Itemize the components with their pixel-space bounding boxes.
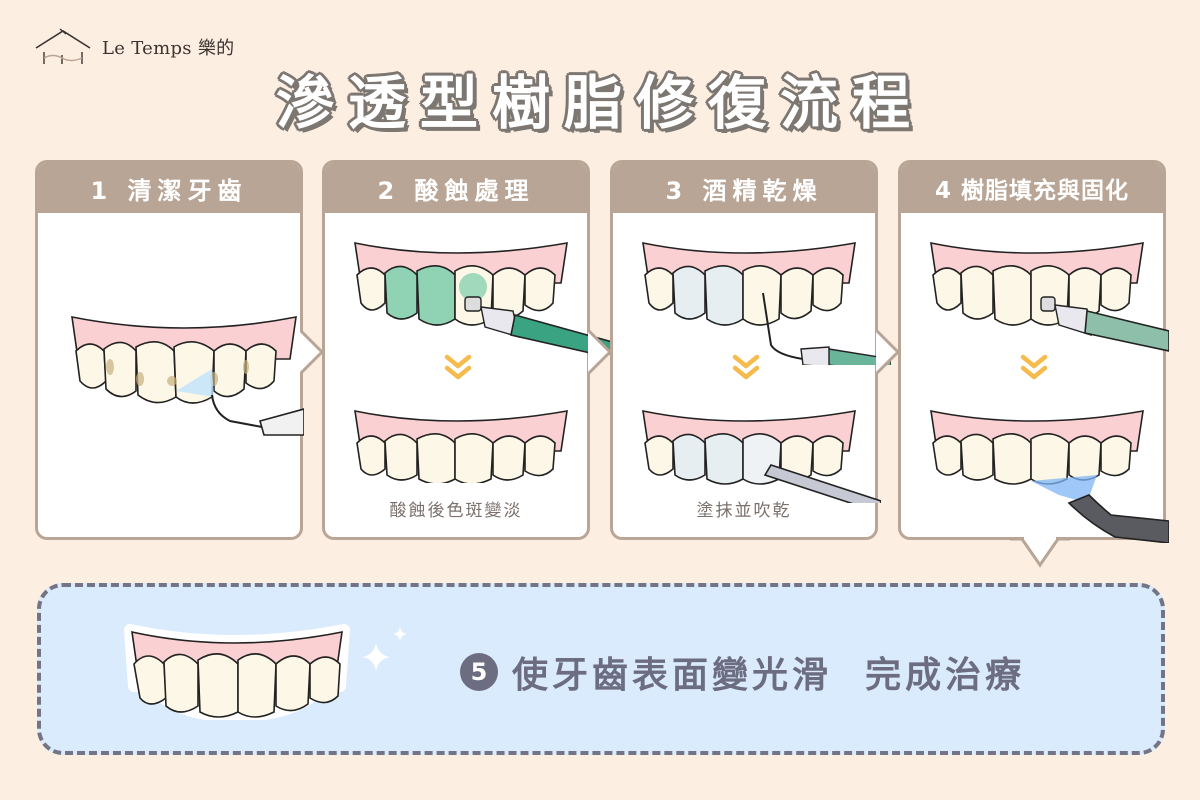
final-step: 5 使牙齒表面變光滑 完成治療	[460, 646, 1025, 698]
resin-fill-illustration	[930, 241, 1169, 352]
step-illustration	[38, 213, 304, 537]
step-card-4: 4 樹脂填充與固化	[898, 160, 1169, 543]
brand-name: Le Temps 樂的	[102, 38, 235, 59]
step-illustration	[325, 213, 623, 537]
final-step-label: 使牙齒表面變光滑 完成治療	[512, 655, 1026, 696]
chevron-down-double-icon	[732, 354, 760, 380]
step-header: 1 清潔牙齒	[38, 163, 300, 213]
arrow-down-icon	[1010, 537, 1070, 568]
step-illustration	[613, 213, 891, 537]
uv-cure-illustration	[930, 409, 1169, 543]
step-header: 2 酸蝕處理	[325, 163, 587, 213]
step-card-1: 1 清潔牙齒	[35, 160, 304, 540]
sparkle-icon	[362, 627, 407, 671]
smooth-teeth-illustration	[124, 624, 350, 720]
page-title: 滲透型樹脂修復流程	[274, 68, 924, 139]
step-card-3: 3 酒精乾燥	[610, 160, 891, 540]
teeth-cleaning-illustration	[71, 315, 304, 436]
acid-etch-illustration	[354, 241, 623, 355]
house-logo-icon	[35, 28, 91, 64]
step-number-badge: 5	[460, 653, 498, 691]
alcohol-dry-illustration	[642, 241, 891, 365]
brand-logo: Le Temps 樂的	[34, 28, 234, 66]
chevron-down-double-icon	[1020, 354, 1048, 380]
step-header: 4 樹脂填充與固化	[901, 163, 1163, 213]
teeth-after-etch-illustration	[354, 409, 568, 483]
step-card-2: 2 酸蝕處理	[322, 160, 623, 540]
step-caption: 塗抹並吹乾	[696, 501, 792, 521]
step-illustration	[901, 213, 1169, 543]
air-dry-illustration	[642, 409, 881, 503]
step-caption: 酸蝕後色斑變淡	[389, 501, 523, 521]
step-header: 3 酒精乾燥	[613, 163, 875, 213]
chevron-down-double-icon	[444, 354, 472, 380]
